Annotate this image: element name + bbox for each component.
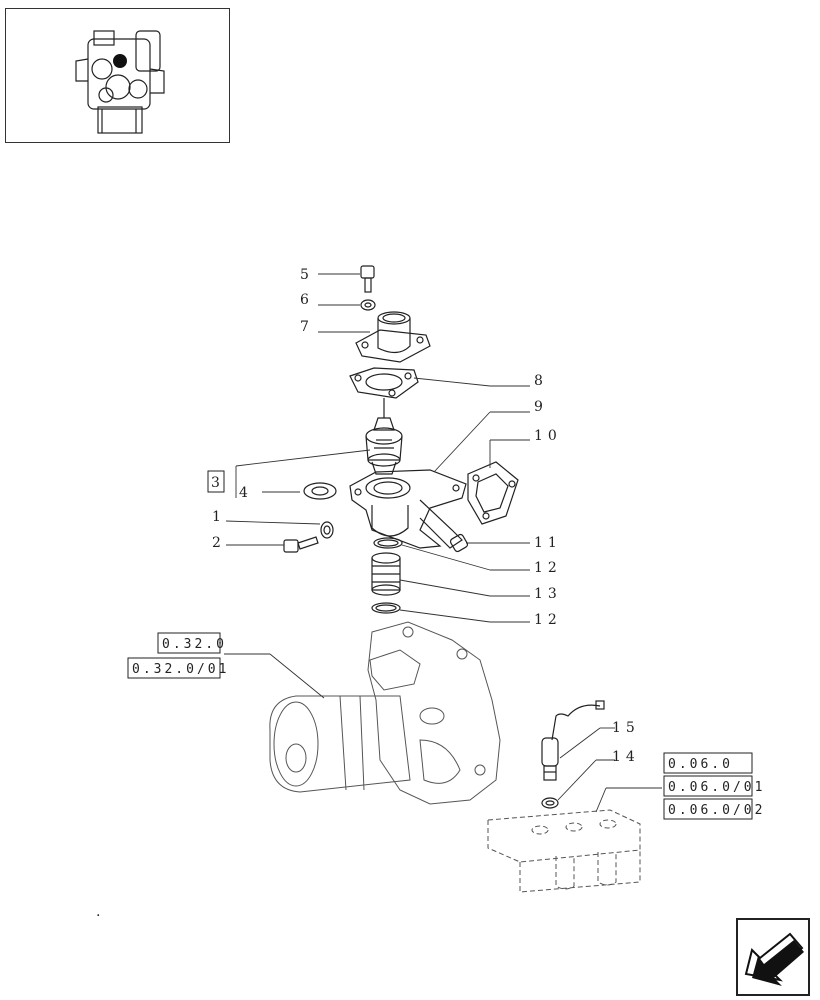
marker-dot: .: [96, 904, 105, 920]
part-label-13: 13: [534, 586, 562, 602]
part-5-bolt: [360, 265, 375, 293]
water-pump: [269, 621, 501, 805]
ref-manifold-2[interactable]: 0.06.0/02: [668, 803, 765, 818]
part-12-oring-lower: [371, 602, 401, 614]
part-label-15: 15: [612, 720, 640, 736]
part-label-5: 5: [300, 267, 314, 283]
part-label-12-upper: 12: [534, 560, 562, 576]
ref-manifold-group[interactable]: 0.06.0 0.06.0/01 0.06.0/02: [663, 752, 765, 820]
part-10-gasket: [467, 461, 519, 525]
part-label-1: 1: [212, 509, 226, 525]
part-label-3-box: [207, 470, 225, 493]
part-label-10: 10: [534, 428, 562, 444]
part-11-plug: [449, 533, 469, 553]
ref-manifold-1[interactable]: 0.06.0/01: [668, 780, 765, 795]
part-label-12-lower: 12: [534, 612, 562, 628]
back-arrow-button[interactable]: [736, 918, 810, 996]
part-15-sensor: [541, 700, 605, 781]
part-4-seal: [303, 482, 337, 500]
ref-pump-1[interactable]: 0.32.0/01: [132, 662, 229, 677]
thermostat-housing: [349, 469, 467, 549]
part-14-washer: [541, 797, 559, 809]
part-1-washer: [320, 521, 334, 539]
part-label-9: 9: [534, 399, 548, 415]
part-label-3: 3: [211, 475, 225, 491]
engine-thumbnail-icon: [75, 30, 165, 134]
part-label-6: 6: [300, 292, 314, 308]
part-label-7: 7: [300, 319, 314, 335]
engine-thumbnail[interactable]: [5, 8, 230, 143]
part-6-washer: [360, 299, 376, 311]
part-label-8: 8: [534, 373, 548, 389]
manifold-fragment: [487, 809, 641, 893]
part-8-gasket: [349, 367, 419, 399]
part-label-2: 2: [212, 535, 226, 551]
part-2-bolt: [283, 536, 319, 553]
part-13-sleeve: [371, 552, 401, 596]
part-label-14: 14: [612, 749, 640, 765]
ref-pump-0[interactable]: 0.32.0: [162, 637, 227, 652]
part-label-4: 4: [239, 485, 253, 501]
back-arrow-icon: [744, 932, 804, 986]
part-7-outlet: [355, 311, 431, 363]
part-label-11: 11: [534, 535, 562, 551]
ref-pump-group[interactable]: 0.32.0 0.32.0/01: [127, 632, 229, 679]
ref-manifold-0[interactable]: 0.06.0: [668, 757, 733, 772]
part-9-thermostat: [365, 417, 403, 475]
part-12-oring-upper: [373, 537, 403, 549]
